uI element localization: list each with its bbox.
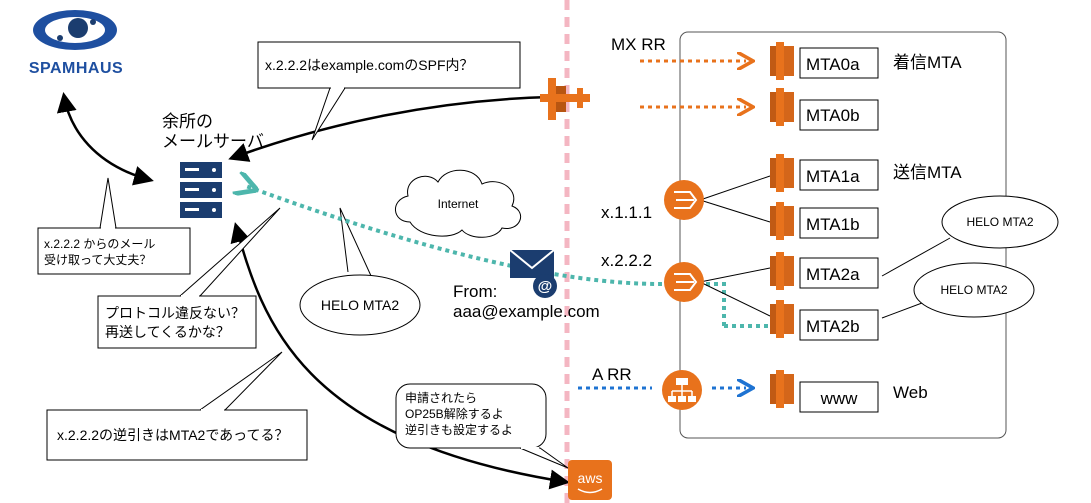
remote-server-label-2: メールサーバ	[162, 132, 264, 151]
server-label-mta0b: MTA0b	[806, 106, 860, 125]
callout-aws-request-text-3: 逆引きも設定するよ	[405, 422, 513, 437]
ip-label-1: x.1.1.1	[601, 203, 652, 222]
dns-route53-icon	[540, 78, 590, 120]
ec2-icon-mta2a	[770, 252, 794, 290]
callout-accept	[37, 227, 191, 275]
group-label-web: Web	[893, 383, 928, 402]
callout-helo-left	[299, 274, 421, 336]
elb-icon-1	[664, 180, 704, 220]
callout-helo-left-text: HELO MTA2	[321, 297, 400, 313]
mail-from-address: aaa@example.com	[453, 302, 600, 321]
ec2-icon-mta0b	[770, 88, 794, 126]
callout-reverse-lookup-text: x.2.2.2の逆引きはMTA2であってる？	[57, 427, 289, 443]
mx-rr-label: MX RR	[611, 35, 666, 54]
svg-text:@: @	[538, 278, 553, 295]
callout-protocol	[97, 295, 257, 349]
arrow-server-to-spamhaus	[56, 92, 154, 186]
group-label-outbound: 送信MTA	[893, 163, 962, 182]
internet-cloud: Internet	[395, 169, 522, 238]
aws-logo: aws	[568, 460, 612, 500]
callout-spf	[257, 41, 521, 89]
elb-icon-2	[664, 262, 704, 302]
callout-protocol-text-2: 再送してくるかな？	[105, 324, 230, 340]
mail-from-label: From:	[453, 282, 497, 301]
callout-helo-right-1	[941, 195, 1059, 249]
callout-aws-request-text-1: 申請されたら	[405, 391, 477, 405]
callout-helo-right-1-text: HELO MTA2	[966, 215, 1033, 229]
internet-label: Internet	[438, 197, 479, 211]
server-label-mta0a: MTA0a	[806, 55, 860, 74]
callout-helo-right-2	[913, 262, 1035, 318]
remote-server-label-1: 余所の	[162, 112, 213, 131]
callout-reverse-lookup	[46, 409, 308, 461]
callout-accept-text-1: x.2.2.2 からのメール	[44, 237, 155, 251]
a-rr-label: A RR	[592, 365, 632, 384]
ec2-icon-www	[770, 370, 794, 408]
ec2-icon-mta1b	[770, 202, 794, 240]
ec2-icon-mta1a	[770, 154, 794, 192]
group-label-inbound: 着信MTA	[893, 53, 962, 72]
ip-label-2: x.2.2.2	[601, 251, 652, 270]
spamhaus-logo: SPAMHAUS	[29, 10, 123, 77]
callout-accept-text-2: 受け取って大丈夫？	[44, 253, 151, 267]
web-elb-icon	[662, 370, 702, 410]
at-sign-icon: @	[533, 274, 557, 298]
callout-helo-right-2-text: HELO MTA2	[940, 283, 1007, 297]
server-label-mta1b: MTA1b	[806, 215, 860, 234]
server-label-mta2a: MTA2a	[806, 265, 860, 284]
envelope-icon	[509, 249, 555, 278]
server-label-www: www	[820, 389, 859, 408]
arrow-server-to-aws	[230, 222, 570, 490]
ec2-icon-mta2b	[770, 300, 794, 338]
callout-aws-request	[395, 383, 547, 449]
ec2-icon-mta0a	[770, 42, 794, 80]
spamhaus-logo-text: SPAMHAUS	[29, 60, 123, 77]
arrow-server-to-dns	[228, 95, 551, 162]
server-label-mta2b: MTA2b	[806, 317, 860, 336]
server-label-mta1a: MTA1a	[806, 167, 860, 186]
aws-logo-text: aws	[578, 470, 603, 486]
remote-mail-server-icon	[180, 162, 222, 218]
callout-protocol-text-1: プロトコル違反ない？	[105, 305, 245, 321]
callout-aws-request-text-2: OP25B解除するよ	[405, 406, 504, 421]
callout-spf-text: x.2.2.2はexample.comのSPF内？	[265, 57, 474, 73]
mail-path-teal	[246, 186, 726, 326]
